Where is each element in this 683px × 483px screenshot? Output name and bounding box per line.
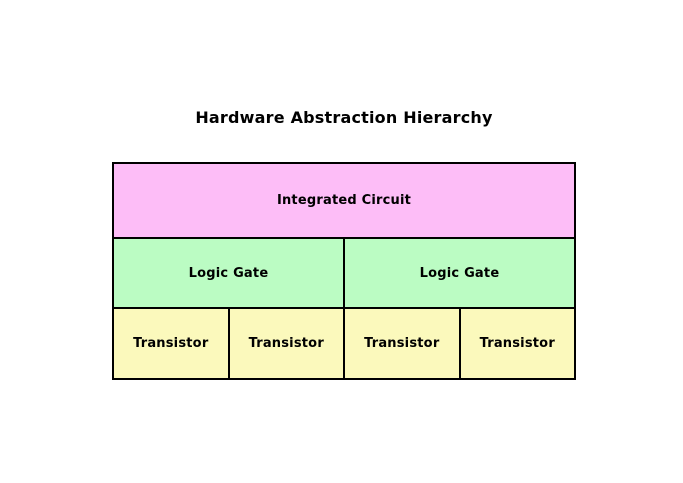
block-logic-gate-1: Logic Gate bbox=[114, 239, 343, 307]
diagram-title: Hardware Abstraction Hierarchy bbox=[195, 108, 493, 127]
hierarchy-diagram: Integrated Circuit Logic Gate Logic Gate… bbox=[112, 162, 576, 380]
block-transistor-3: Transistor bbox=[343, 309, 459, 378]
block-transistor-1: Transistor bbox=[114, 309, 228, 378]
block-transistor-2: Transistor bbox=[227, 309, 343, 378]
block-transistor-4: Transistor bbox=[458, 309, 574, 378]
level-integrated-circuit: Integrated Circuit bbox=[114, 164, 574, 237]
block-integrated-circuit: Integrated Circuit bbox=[114, 164, 574, 237]
level-transistor: Transistor Transistor Transistor Transis… bbox=[114, 307, 574, 378]
level-logic-gate: Logic Gate Logic Gate bbox=[114, 237, 574, 307]
block-logic-gate-2: Logic Gate bbox=[343, 239, 574, 307]
